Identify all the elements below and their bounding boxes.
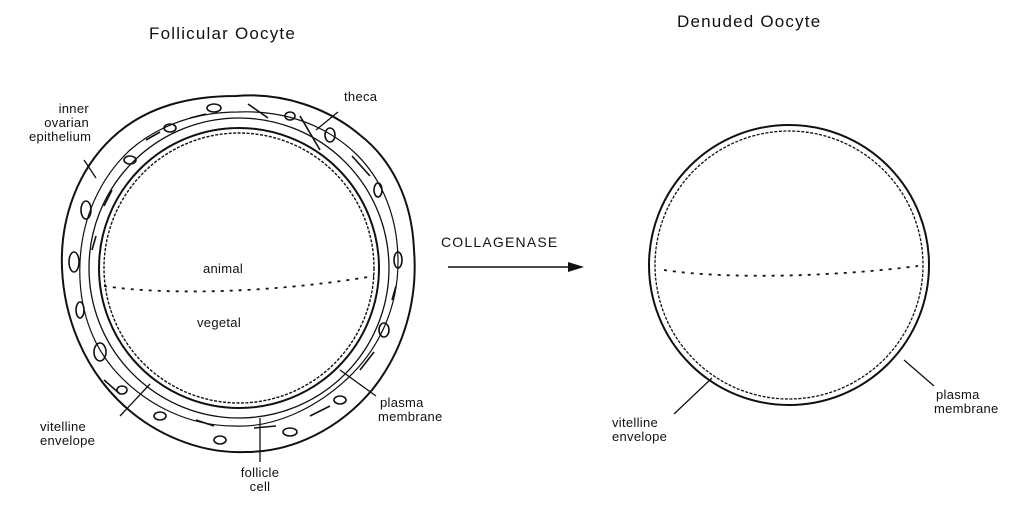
- denuded-oocyte-figure: [649, 125, 934, 414]
- denuded-vitelline-envelope: [649, 125, 929, 405]
- label-inner-ovarian-epithelium: inner ovarian epithelium: [29, 102, 89, 144]
- label-plasma-membrane-right: plasma membrane: [934, 388, 999, 416]
- title-denuded-oocyte: Denuded Oocyte: [677, 12, 821, 32]
- animal-vegetal-divider: [104, 276, 374, 291]
- leader-plasma: [340, 370, 376, 396]
- label-vegetal: vegetal: [197, 316, 241, 330]
- label-plasma-membrane-left: plasma membrane: [378, 396, 443, 424]
- leader-theca: [316, 112, 338, 130]
- denuded-animal-vegetal-divider: [664, 266, 918, 276]
- denuded-plasma-membrane: [655, 131, 923, 399]
- right-leader-lines: [674, 360, 934, 414]
- follicular-oocyte-figure: [62, 95, 415, 462]
- leader-denuded-plasma: [904, 360, 934, 386]
- label-animal: animal: [203, 262, 243, 276]
- collagenase-label: COLLAGENASE: [441, 234, 558, 250]
- leader-denuded-vitelline: [674, 378, 712, 414]
- title-follicular-oocyte: Follicular Oocyte: [149, 24, 296, 44]
- label-vitelline-envelope-left: vitelline envelope: [40, 420, 95, 448]
- label-follicle-cell: follicle cell: [220, 466, 300, 494]
- label-theca: theca: [344, 90, 377, 104]
- leader-vitelline: [120, 384, 150, 416]
- label-vitelline-envelope-right: vitelline envelope: [612, 416, 667, 444]
- collagenase-arrow: [448, 262, 584, 272]
